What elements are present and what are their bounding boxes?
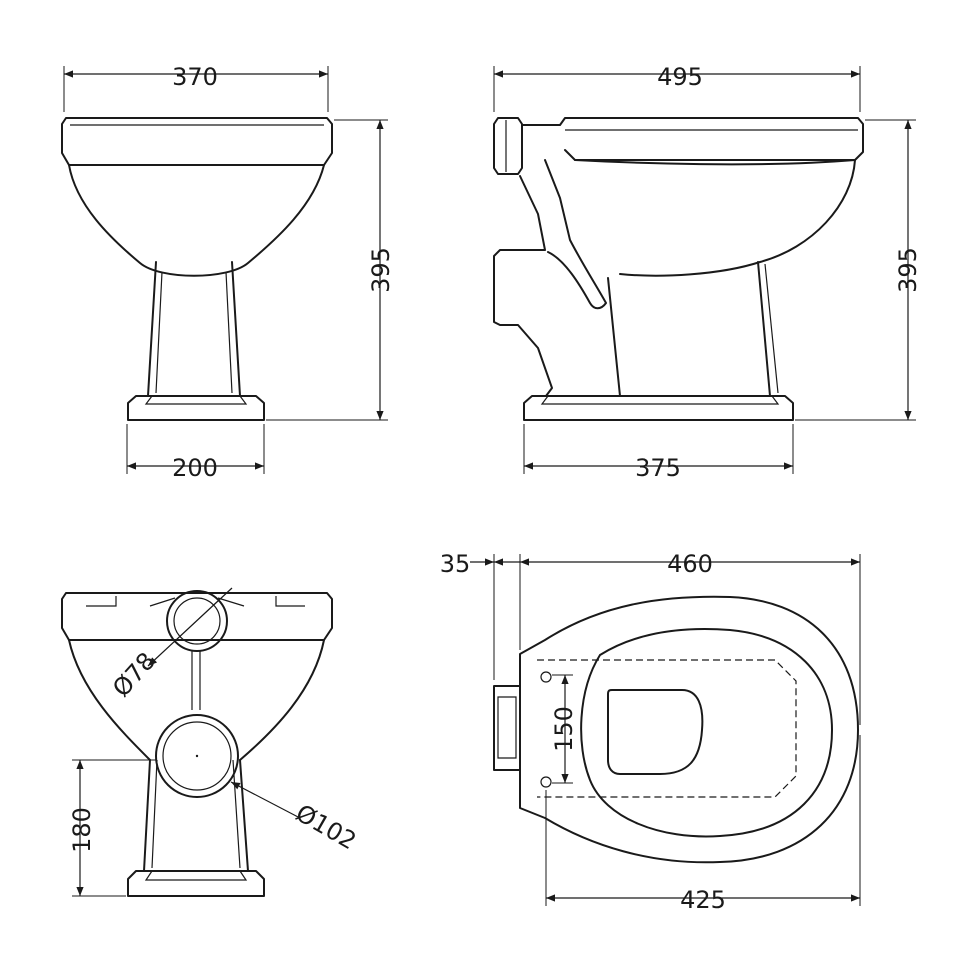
- side-height-label: 395: [894, 247, 922, 293]
- top-hinge-label: 150: [550, 706, 578, 752]
- rear-rim: [61, 592, 333, 641]
- side-view: 495 395 375: [493, 63, 922, 482]
- side-trap-back: [493, 175, 553, 397]
- side-bowl: [574, 159, 856, 277]
- side-foot: [607, 261, 771, 397]
- front-width-label: 370: [172, 63, 218, 91]
- top-outer-rim: [519, 595, 859, 864]
- top-base-label: 425: [680, 886, 726, 914]
- rear-plinth: [127, 870, 265, 897]
- front-base-label: 200: [172, 454, 218, 482]
- front-view: 370 395 200: [61, 63, 395, 482]
- rear-outlet-outer: [155, 714, 239, 798]
- rear-outlet-inner: [162, 721, 232, 791]
- front-height-label: 395: [367, 247, 395, 293]
- rear-outlet-label: Ø102: [291, 799, 361, 856]
- front-pedestal: [147, 261, 241, 397]
- side-rim: [521, 117, 864, 161]
- front-plinth: [127, 395, 265, 421]
- rear-inlet-flange: [149, 597, 245, 607]
- top-seat-hinge-dashed: [537, 659, 797, 798]
- rear-web: [191, 650, 201, 710]
- side-base-label: 375: [635, 454, 681, 482]
- top-hinge-hole-lower: [540, 776, 552, 788]
- rear-height-label: 180: [68, 807, 96, 853]
- top-length-label: 460: [667, 550, 713, 578]
- rear-inlet-label: Ø78: [107, 647, 161, 702]
- side-seat-hinge: [493, 117, 523, 175]
- rear-pedestal: [143, 759, 249, 872]
- top-inner-bowl: [607, 689, 704, 775]
- rear-inlet-outer: [166, 590, 228, 652]
- rear-body: [68, 639, 325, 761]
- rear-inlet-inner: [173, 597, 221, 645]
- top-seat-ring: [580, 628, 833, 838]
- top-hinge-hole-upper: [540, 671, 552, 683]
- side-plinth: [523, 395, 794, 421]
- rear-view: Ø78 Ø102 180: [61, 587, 361, 897]
- side-width-label: 495: [657, 63, 703, 91]
- top-offset-label: 35: [440, 550, 471, 578]
- front-bowl: [68, 164, 325, 277]
- side-trap-curve: [544, 159, 607, 310]
- top-view: 150 35 460 425: [440, 550, 861, 914]
